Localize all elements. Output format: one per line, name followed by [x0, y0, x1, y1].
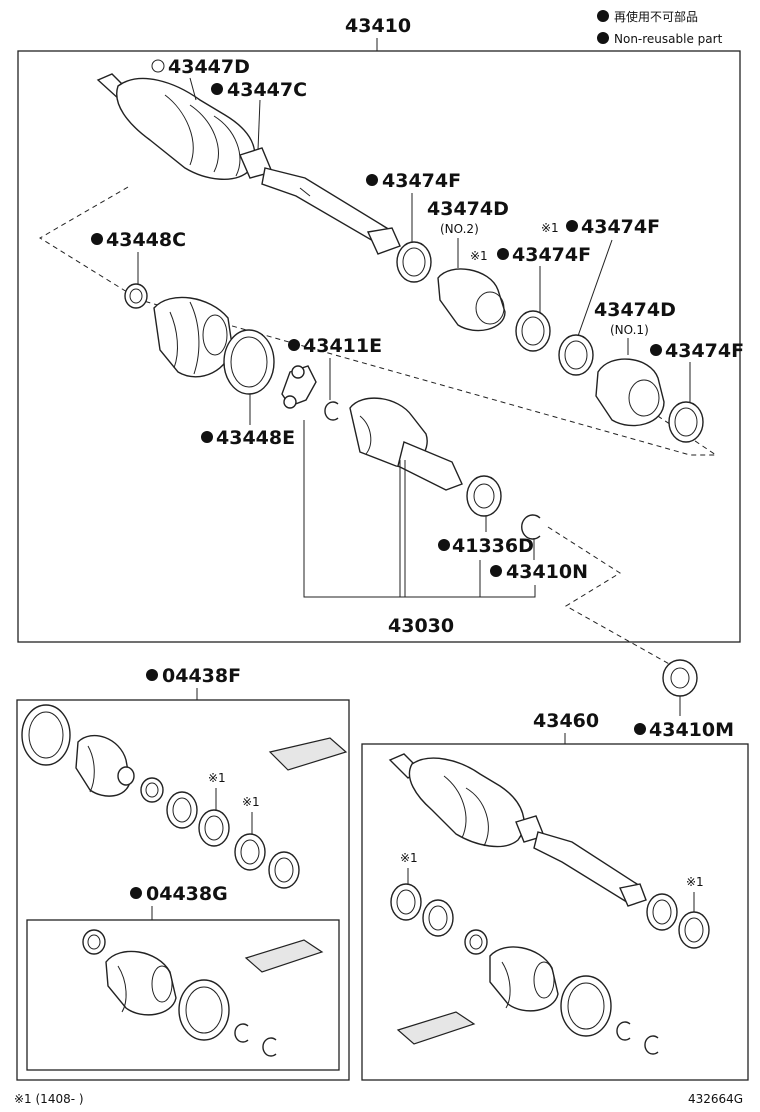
label-43447D: 43447D [168, 56, 250, 78]
label-43448C: 43448C [106, 229, 186, 251]
non-reusable-bullet-icon [597, 32, 609, 44]
footnote: ※1 (1408- ) [14, 1092, 84, 1106]
label-43448E: 43448E [216, 427, 295, 449]
label-43411E: 43411E [303, 335, 382, 357]
label-43474F-c: 43474F [581, 216, 660, 238]
label-43474D-b: 43474D [594, 299, 676, 321]
legend-en: Non-reusable part [614, 32, 723, 46]
mark-43460-a: ※1 [400, 851, 418, 865]
label-no1: (NO.1) [610, 323, 649, 337]
kit-04438G-parts [82, 929, 324, 1057]
label-43474D-a: 43474D [427, 198, 509, 220]
label-43410N: 43410N [506, 561, 588, 583]
label-04438F: 04438F [162, 665, 241, 687]
box-43460 [361, 743, 749, 1081]
shaft-43460 [388, 753, 647, 907]
label-43410M: 43410M [649, 719, 734, 741]
legend: 再使用不可部品 Non-reusable part [597, 9, 723, 46]
mark-43460-b: ※1 [686, 875, 704, 889]
figure-number: 432664G [688, 1092, 743, 1106]
label-no2: (NO.2) [440, 222, 479, 236]
box-04438F [16, 699, 350, 1081]
box-43410 [17, 50, 741, 643]
label-43474F-a: 43474F [382, 170, 461, 192]
label-43474F-b: 43474F [512, 244, 591, 266]
label-43410: 43410 [345, 15, 411, 37]
label-43030: 43030 [388, 615, 454, 637]
mark-c: ※1 [541, 221, 559, 235]
mark-b: ※1 [470, 249, 488, 263]
outer-shaft-assembly [96, 73, 401, 255]
box-04438G [26, 919, 340, 1071]
mark-kitF-1: ※1 [208, 771, 226, 785]
non-reusable-bullet-icon [597, 10, 609, 22]
label-43474F-d: 43474F [665, 340, 744, 362]
legend-jp: 再使用不可部品 [614, 9, 698, 24]
kit-04438F-parts [21, 704, 348, 889]
label-43460: 43460 [533, 710, 599, 732]
label-43447C: 43447C [227, 79, 307, 101]
label-41336D: 41336D [452, 535, 534, 557]
mark-kitF-2: ※1 [242, 795, 260, 809]
label-04438G: 04438G [146, 883, 228, 905]
